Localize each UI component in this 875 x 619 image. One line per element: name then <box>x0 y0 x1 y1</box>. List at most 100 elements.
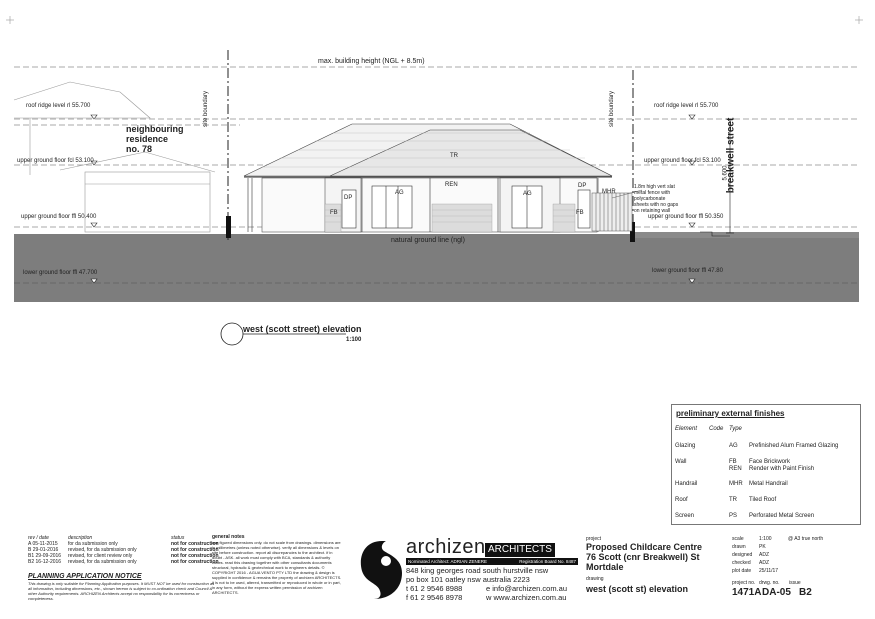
email: e info@archizen.com.au <box>486 584 567 593</box>
desc-header: description <box>68 535 93 541</box>
tag-dp-left: DP <box>344 195 353 201</box>
street-label: breakwell street <box>725 117 737 194</box>
finish-code: TR <box>729 497 737 503</box>
fence-note-line: sheets with no gaps <box>634 202 679 208</box>
revision-desc: revised, for da submission only <box>68 559 137 565</box>
header-type: Type <box>729 426 742 432</box>
issue: B2 <box>799 587 812 598</box>
finish-type: Prefinished Alum Framed Glazing <box>749 443 839 449</box>
ground-mass <box>14 234 859 302</box>
left-roof-ridge-level: roof ridge level rl 55.700 <box>26 103 91 109</box>
tag-fb-right: FB <box>576 210 584 216</box>
main-roof <box>243 123 613 178</box>
building-walls <box>261 177 598 233</box>
right-roof-ridge-level: roof ridge level rl 55.700 <box>654 103 719 109</box>
view-scale: 1:100 <box>346 337 362 343</box>
revision-status: not for construction <box>171 553 219 559</box>
glazing <box>341 185 591 229</box>
meta-row: designed ADZ <box>732 552 857 560</box>
brick-panels <box>324 203 576 233</box>
meta-value: ADZ <box>759 552 769 558</box>
project-no: 1471A <box>732 587 762 598</box>
revision-id: B1 29-09-2016 <box>28 553 62 559</box>
general-notes-text: use figured dimensions only. do not scal… <box>212 540 342 595</box>
project-line: 76 Scott (cnr Breakwell) St <box>586 552 700 562</box>
tag-ag-left: AG <box>395 190 404 196</box>
right-upper-ffl-level: upper ground floor ffl 50.350 <box>648 214 724 220</box>
revision-id: B2 16-12-2016 <box>28 559 62 565</box>
revision-id: B 29-01-2016 <box>28 547 59 553</box>
revision-row: B2 16-12-2016 revised, for da submission … <box>28 559 219 565</box>
left-upper-fcl-level: upper ground floor fcl 53.100 <box>17 158 94 164</box>
finishes-table: preliminary external finishes Element Co… <box>671 404 861 525</box>
tag-fb-left: FB <box>330 210 338 216</box>
finish-element: Wall <box>675 459 687 465</box>
site-boundary-right: site boundary <box>609 90 616 128</box>
meta-value: PK <box>759 544 766 550</box>
left-lower-ffl-level: lower ground floor ffl 47.700 <box>23 270 98 276</box>
drawing-no-label: drwg. no. <box>759 580 780 586</box>
firm-name: archizen <box>406 536 486 558</box>
tag-dp-right: DP <box>578 183 587 189</box>
finish-element: Handrail <box>675 481 698 487</box>
meta-label: designed <box>732 552 753 558</box>
finish-code: FB <box>729 459 737 465</box>
finish-type: Face Brickwork <box>749 459 791 465</box>
tag-ren: REN <box>445 182 458 188</box>
number-labels: project no. drwg. no. issue <box>732 580 801 586</box>
finish-code: AG <box>729 443 738 449</box>
finishes-header: Element Code Type <box>675 426 742 432</box>
right-upper-fcl-level: upper ground floor fcl 53.100 <box>644 158 721 164</box>
phone: t 61 2 9546 8988 <box>406 584 463 593</box>
revision-id: A 05-11-2015 <box>28 541 58 547</box>
nominated-architect: Nominated Architect: ADRIAN ZENERE <box>408 559 488 564</box>
meta-label: checked <box>732 560 751 566</box>
finish-type: Render with Paint Finish <box>749 466 815 472</box>
finish-type: Perforated Metal Screen <box>749 513 815 519</box>
meta-label: scale <box>732 536 744 542</box>
neighbour-label-line: no. 78 <box>126 144 153 154</box>
registration: Registration Board No. 8487 <box>519 559 576 564</box>
left-upper-ffl-level: upper ground floor ffl 50.400 <box>21 214 97 220</box>
neighbour-label-line: neighbouring <box>126 124 184 134</box>
fence-note-line: metal fence with <box>634 190 671 196</box>
header-element: Element <box>675 426 698 432</box>
project-label: project <box>586 536 602 542</box>
issue-label: issue <box>789 580 801 586</box>
meta-extra: @ A3 true north <box>788 536 824 542</box>
fence-note-line: 1.8m high vert slat <box>634 184 675 190</box>
fence-note-line: polycarbonate <box>634 196 666 202</box>
web: w www.archizen.com.au <box>486 593 567 602</box>
notice-text: This drawing is only suitable for Planni… <box>28 581 215 601</box>
finish-type: Tiled Roof <box>749 497 777 503</box>
rev-header: rev / date <box>28 535 49 541</box>
neighbour-label-line: residence <box>126 134 169 144</box>
finish-element: Roof <box>675 497 688 503</box>
dimension-label: 5.600 <box>722 165 729 181</box>
drawing-no: DA-05 <box>762 587 791 598</box>
firm-suffix: ARCHITECTS <box>485 543 555 557</box>
finish-element: Glazing <box>675 443 696 449</box>
meta-label: plot date <box>732 568 752 574</box>
title-block: rev / date description status A 05-11-20… <box>14 533 859 603</box>
fence-note-line: on retaining wall <box>634 208 671 214</box>
elevation-drawing <box>13 50 859 346</box>
revision-status: not for construction <box>171 541 219 547</box>
fax: f 61 2 9546 8978 <box>406 593 463 602</box>
tag-ag-right: AG <box>523 191 532 197</box>
project-line: Proposed Childcare Centre <box>586 542 703 552</box>
revision-status: not for construction <box>171 547 219 553</box>
tag-mhr: MHR <box>602 189 616 195</box>
site-boundary-left: site boundary <box>203 90 210 128</box>
slat-fence <box>591 192 633 232</box>
view-reference-circle <box>220 322 244 346</box>
project-title: Proposed Childcare Centre 76 Scott (cnr … <box>586 542 702 572</box>
